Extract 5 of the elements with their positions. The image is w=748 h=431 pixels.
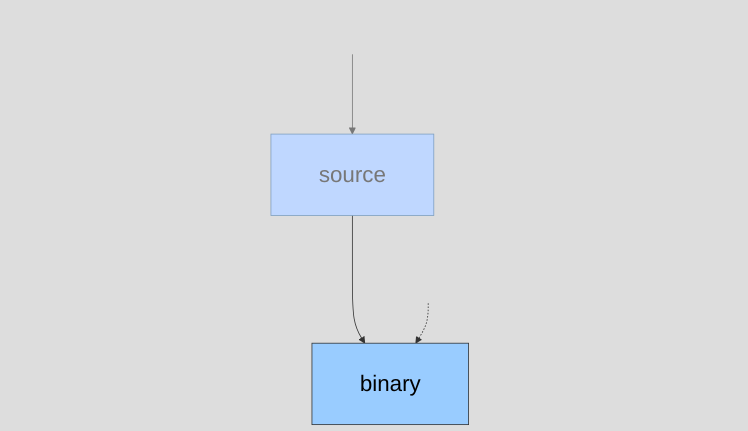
arrow bbox=[349, 54, 356, 134]
node-box: source bbox=[271, 134, 435, 216]
arrow bbox=[416, 302, 430, 344]
node-box: binary bbox=[312, 342, 470, 426]
arrow bbox=[352, 215, 366, 344]
